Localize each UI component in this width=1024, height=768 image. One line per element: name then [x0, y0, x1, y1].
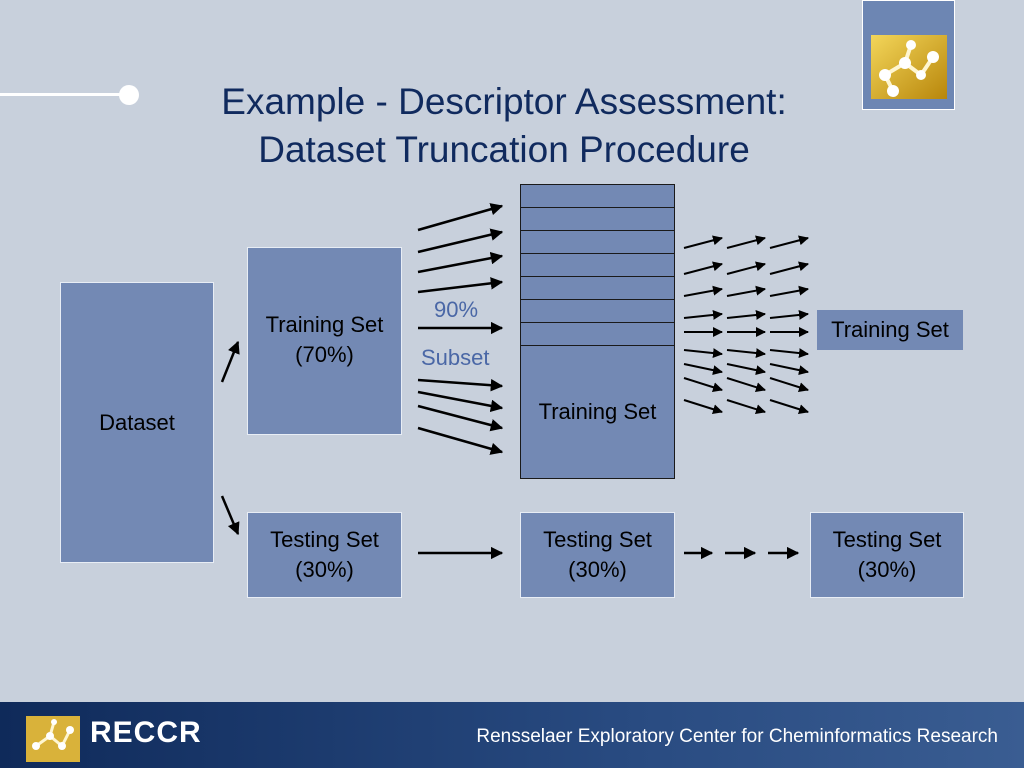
- right-arrow-grid: [683, 235, 809, 415]
- subset-label: Subset: [421, 345, 490, 370]
- decorative-dot: [119, 85, 139, 105]
- testing-left-label: Testing Set: [270, 527, 379, 552]
- subset-stack: Training Set: [520, 184, 675, 479]
- training-70-label: Training Set: [265, 312, 384, 337]
- testing-set-middle-box: Testing Set (30%): [520, 512, 675, 598]
- footer-bar: RECCR Rensselaer Exploratory Center for …: [0, 702, 1024, 768]
- testing-final-label: Testing Set: [832, 527, 942, 552]
- molecule-icon: [871, 35, 947, 99]
- subset-row: [521, 208, 674, 231]
- footer-brand: RECCR: [90, 716, 202, 749]
- testing-middle-label: Testing Set: [543, 527, 652, 552]
- dataset-label: Dataset: [99, 409, 175, 435]
- fan-arrow: [417, 378, 504, 392]
- molecule-logo: [862, 0, 955, 110]
- training-set-final-box: Training Set: [817, 310, 963, 350]
- subset-row: [521, 185, 674, 208]
- training-70-percent: (70%): [295, 342, 354, 367]
- testing-middle-percent: (30%): [568, 557, 627, 582]
- footer-org-name: Rensselaer Exploratory Center for Chemin…: [476, 726, 998, 747]
- title-line-2: Dataset Truncation Procedure: [258, 129, 750, 170]
- training-set-70-box: Training Set (70%): [247, 247, 402, 435]
- fan-arrow: [417, 277, 504, 294]
- arrow-to-training: [220, 340, 240, 383]
- testing-left-percent: (30%): [295, 557, 354, 582]
- subset-percent-label: 90%: [434, 297, 479, 322]
- fan-arrow: [417, 390, 504, 413]
- title-line-1: Example - Descriptor Assessment:: [221, 81, 787, 122]
- subset-row: [521, 254, 674, 277]
- fan-arrow: [417, 203, 504, 232]
- arrow-to-testing: [220, 495, 240, 536]
- fan-arrow: [417, 404, 504, 432]
- fan-arrow: [417, 228, 504, 254]
- arrows-layer: [220, 203, 809, 560]
- testing-set-left-box: Testing Set (30%): [247, 512, 402, 598]
- testing-final-percent: (30%): [857, 557, 917, 582]
- subset-row: [521, 323, 674, 346]
- subset-row: [521, 231, 674, 254]
- dataset-box: Dataset: [60, 282, 214, 563]
- subset-row: [521, 300, 674, 323]
- decorative-line: [0, 93, 128, 96]
- slide-title: Example - Descriptor Assessment: Dataset…: [150, 78, 858, 174]
- fan-arrow: [417, 426, 504, 455]
- molecule-icon: [26, 716, 80, 762]
- fan-arrow: [417, 251, 504, 274]
- testing-set-final-box: Testing Set (30%): [810, 512, 964, 598]
- stack-training-label: Training Set: [538, 399, 657, 424]
- subset-row: [521, 277, 674, 300]
